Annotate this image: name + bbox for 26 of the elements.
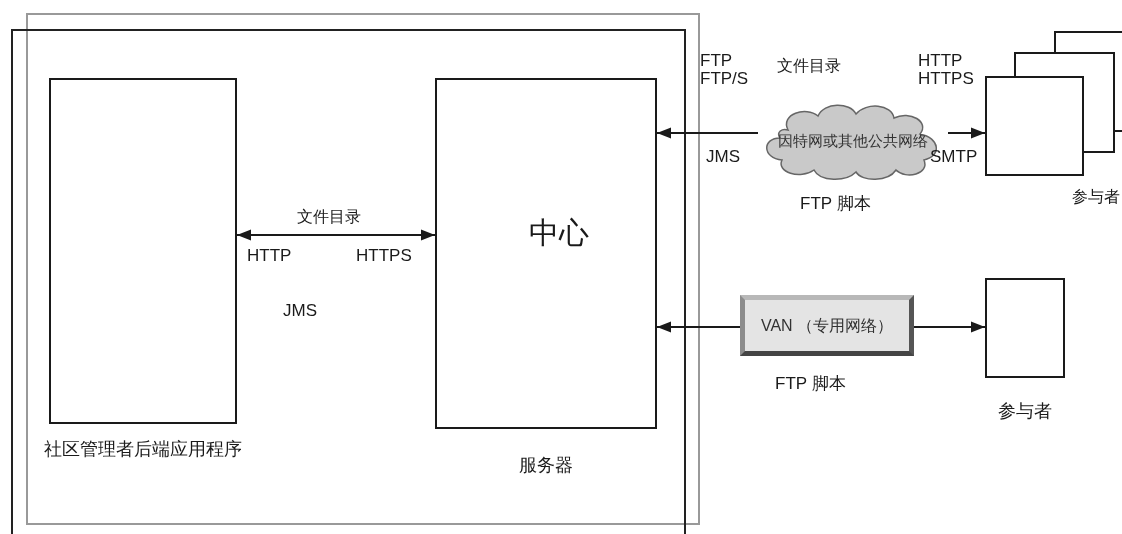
cloud-label: 因特网或其他公共网络 xyxy=(777,132,929,150)
box-title: 中心 xyxy=(529,215,589,251)
node-label: 服务器 xyxy=(519,454,573,477)
node-label: 社区管理者后端应用程序 xyxy=(44,438,242,461)
protocol-label: HTTP xyxy=(918,52,963,70)
protocol-label: JMS xyxy=(283,302,317,320)
protocol-label: HTTPS xyxy=(356,247,412,265)
arrow xyxy=(236,229,436,241)
node-label: FTP 脚本 xyxy=(800,193,871,215)
arrow xyxy=(913,321,986,333)
protocol-label: 文件目录 xyxy=(777,57,841,75)
protocol-label: SMTP xyxy=(930,148,978,166)
arrow xyxy=(947,127,986,139)
network-box xyxy=(740,295,914,356)
node-label: 参与者 xyxy=(998,400,1052,423)
protocol-label: FTP/S xyxy=(700,70,749,88)
protocol-label: FTP xyxy=(700,52,733,70)
node-label: FTP 脚本 xyxy=(775,373,846,395)
protocol-label: HTTP xyxy=(247,247,292,265)
arrow xyxy=(656,321,741,333)
protocol-label: JMS xyxy=(706,148,740,166)
node-label: 参与者 xyxy=(1072,187,1120,207)
arrow xyxy=(656,127,759,139)
protocol-label: HTTPS xyxy=(918,70,974,88)
box-label: VAN （专用网络） xyxy=(759,316,895,335)
protocol-label: 文件目录 xyxy=(297,208,361,226)
